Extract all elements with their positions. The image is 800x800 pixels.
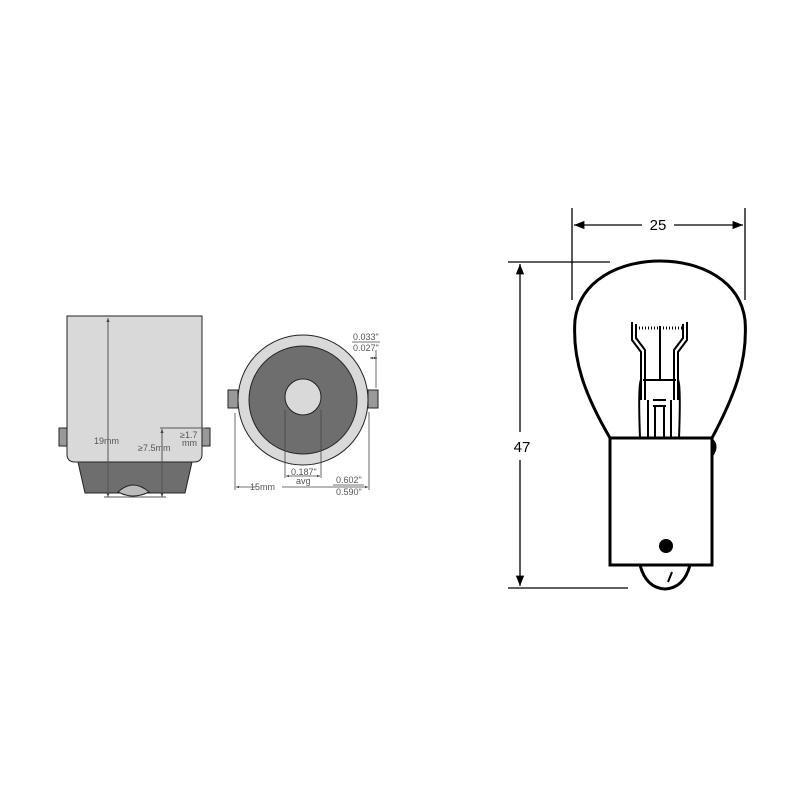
pin-size-label: ≥1.7 (180, 430, 197, 440)
diameter-max-label: 0.602" (336, 475, 362, 485)
base-end-view (227, 334, 380, 490)
contact-label: 0.187" (291, 467, 317, 477)
bulb-outline (573, 259, 747, 591)
pin-height-label: ≥7.5mm (138, 443, 170, 453)
width-label: 25 (650, 217, 667, 234)
bulb-height-label: 47 (514, 439, 531, 456)
base-side-view (58, 315, 211, 498)
diameter-mm-label: 15mm (250, 482, 275, 492)
bulb-dimensions (508, 208, 746, 589)
diameter-min-label: 0.590" (336, 487, 362, 497)
pin-max-label: 0.033" (353, 332, 379, 342)
contact-avg-label: avg (296, 476, 311, 486)
filament (631, 322, 688, 439)
pin-min-label: 0.027" (353, 343, 379, 353)
pin-size-unit: mm (182, 438, 197, 448)
height-label: 19mm (94, 436, 119, 446)
